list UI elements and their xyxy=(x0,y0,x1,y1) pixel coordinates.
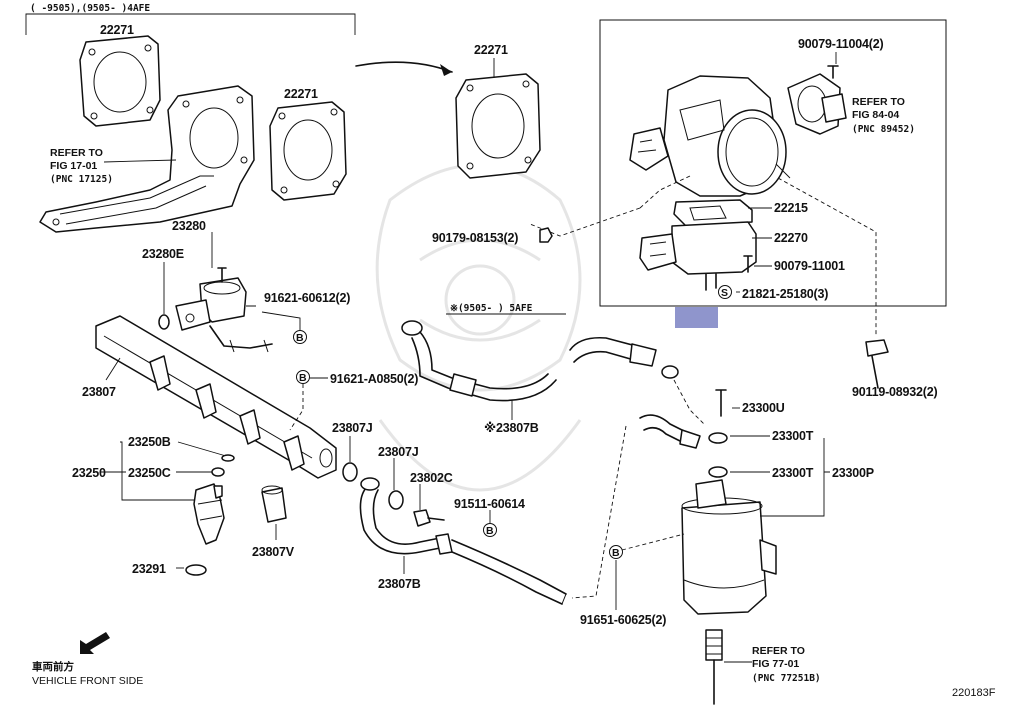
ref17-line2: FIG 17-01 xyxy=(50,160,97,172)
reference-fig-84-04: REFER TO FIG 84-04 (PNC 89452) xyxy=(852,96,915,135)
ref84-line1: REFER TO xyxy=(852,96,905,108)
front-side-japanese: 車両前方 xyxy=(32,660,74,673)
variant-note-label: ※(9505- ) 5AFE xyxy=(450,303,533,314)
fuel-pipe-23807b-upper: ※23807B xyxy=(401,320,557,435)
label-22271-a: 22271 xyxy=(100,23,134,37)
label-22271-b: 22271 xyxy=(284,87,318,101)
label-22270: 22270 xyxy=(774,231,808,245)
intake-bracket xyxy=(39,85,255,233)
label-23802c: 23802C xyxy=(410,471,453,485)
bolt-23802c: 23802C xyxy=(410,471,453,527)
label-23250: 23250 xyxy=(72,466,106,480)
label-23807j-a: 23807J xyxy=(332,421,373,435)
o-ring-23280e: 23280E xyxy=(142,247,184,330)
dashed-link-90119 xyxy=(777,177,877,336)
label-23280e: 23280E xyxy=(142,247,184,261)
label-23300u: 23300U xyxy=(742,401,785,415)
bolt-90119-08932: 90119-08932(2) xyxy=(852,339,938,399)
front-direction-arrow-icon xyxy=(80,632,110,654)
label-23807: 23807 xyxy=(82,385,116,399)
label-91651-60625: 91651-60625(2) xyxy=(580,613,666,627)
gasket-22271-c: 22271 xyxy=(455,43,541,179)
reference-fig-17-01: REFER TO FIG 17-01 (PNC 17125) xyxy=(50,147,113,185)
label-90119-08932: 90119-08932(2) xyxy=(852,385,938,399)
label-23300p: 23300P xyxy=(832,466,874,480)
throttle-body-group: 90079-11004(2) 22215 22270 90079-11001 2… xyxy=(599,19,947,307)
label-90079-11004: 90079-11004(2) xyxy=(798,37,884,51)
fuel-hose-filter-link xyxy=(571,414,701,599)
label-91621-60612: 91621-60612(2) xyxy=(264,291,350,305)
ref17-line3: (PNC 17125) xyxy=(50,174,113,185)
label-23250c: 23250C xyxy=(128,466,171,480)
injector-group-23250: 23250B 23250C 23250 xyxy=(72,435,235,545)
label-90079-11001: 90079-11001 xyxy=(774,259,845,273)
variant-note-bracket: ※(9505- ) 5AFE xyxy=(446,303,566,315)
svg-text:B: B xyxy=(612,547,620,559)
pressure-regulator-23280: 23280 xyxy=(172,219,273,353)
label-23291: 23291 xyxy=(132,562,166,576)
label-23250b: 23250B xyxy=(128,435,171,449)
label-90179-08153: 90179-08153(2) xyxy=(432,231,518,245)
screw-91621-a0850: B 91621-A0850(2) xyxy=(289,370,418,431)
bolt-91651-60625: B 91651-60625(2) xyxy=(580,533,685,627)
gasket-22271-a: 22271 xyxy=(79,23,161,127)
label-21821-25180: 21821-25180(3) xyxy=(742,287,828,301)
selected-part-highlight[interactable] xyxy=(675,307,718,328)
label-91511-60614: 91511-60614 xyxy=(454,497,525,511)
reference-fig-77-01: REFER TO FIG 77-01 (PNC 77251B) xyxy=(752,645,821,684)
front-side-english: VEHICLE FRONT SIDE xyxy=(32,675,143,687)
label-22271-c: 22271 xyxy=(474,43,508,57)
header-range-label: ( -9505),(9505- )4AFE xyxy=(30,3,150,14)
label-91621-a0850: 91621-A0850(2) xyxy=(330,372,418,386)
ref77-line3: (PNC 77251B) xyxy=(752,673,821,684)
figure-number: 220183F xyxy=(952,687,996,699)
fuel-filter-23300p: 23300U 23300T 23300T 23300P xyxy=(681,389,874,705)
fuel-hose-23807b-lower: 23807B xyxy=(359,477,567,605)
transition-arrow xyxy=(355,61,453,76)
screw-91621-60612: B 91621-60612(2) xyxy=(246,291,350,344)
svg-text:B: B xyxy=(299,372,307,384)
dashed-link-90179 xyxy=(529,207,641,237)
label-23280: 23280 xyxy=(172,219,206,233)
nut-90179-08153: 90179-08153(2) xyxy=(432,227,553,245)
grommet-23291: 23291 xyxy=(132,562,207,576)
delivery-pipe-23807: 23807 xyxy=(82,315,337,479)
label-23807j-b: 23807J xyxy=(378,445,419,459)
header-bracket: ( -9505),(9505- )4AFE xyxy=(25,3,356,35)
ref77-line2: FIG 77-01 xyxy=(752,658,799,670)
label-23300t-a: 23300T xyxy=(772,429,814,443)
ref84-line2: FIG 84-04 xyxy=(852,109,899,121)
ref77-line1: REFER TO xyxy=(752,645,805,657)
vehicle-front-indicator: 車両前方 VEHICLE FRONT SIDE xyxy=(32,632,143,687)
svg-text:B: B xyxy=(296,332,304,344)
callout-s-marker: S xyxy=(718,285,732,299)
ref17-line1: REFER TO xyxy=(50,147,103,159)
ref84-line3: (PNC 89452) xyxy=(852,124,915,135)
bolt-91511-60614: B 91511-60614 xyxy=(454,497,525,537)
svg-text:S: S xyxy=(721,287,728,299)
gasket-22271-b: 22271 xyxy=(269,87,347,201)
label-23300t-b: 23300T xyxy=(772,466,814,480)
label-23807v: 23807V xyxy=(252,545,295,559)
svg-text:B: B xyxy=(486,525,494,537)
label-23807b-a: 23807B xyxy=(378,577,421,591)
gasket-23807j-b: 23807J xyxy=(378,445,419,510)
fuel-hose-center-right xyxy=(569,336,705,425)
label-23807b-b: ※23807B xyxy=(484,421,539,435)
label-22215: 22215 xyxy=(774,201,808,215)
gasket-23807j-a: 23807J xyxy=(332,421,373,482)
damper-23807v: 23807V xyxy=(252,485,295,559)
